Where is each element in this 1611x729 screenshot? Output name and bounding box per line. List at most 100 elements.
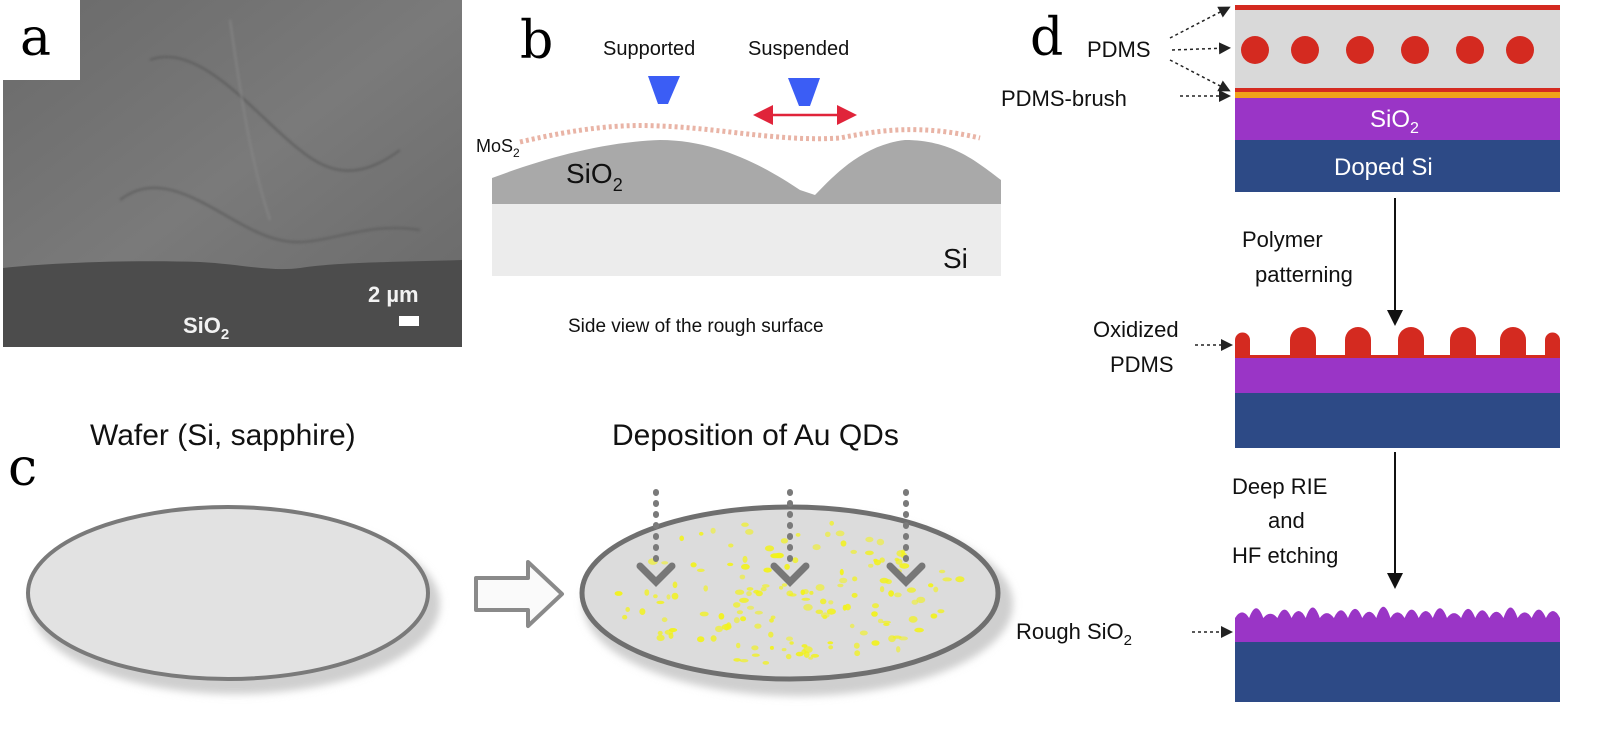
deposition-arrow-center [770, 489, 810, 587]
au-qd-particle [746, 605, 755, 610]
process-arrow-icon [474, 560, 564, 628]
au-qd-particle [781, 583, 788, 587]
au-qd-particle [746, 591, 752, 597]
au-qd-particle [740, 616, 747, 622]
sio2-layer [492, 140, 1001, 204]
svg-text:MoS2: MoS2 [476, 136, 520, 160]
au-qd-particle [906, 587, 917, 593]
step1-line1: Polymer [1242, 227, 1323, 252]
au-qd-particle [812, 544, 821, 551]
au-qd-particle [718, 613, 725, 620]
pdms-pointer-lines [1169, 6, 1231, 102]
au-qd-particle [853, 642, 860, 649]
au-qd-particle [656, 634, 665, 642]
au-qd-particle [781, 648, 787, 652]
au-qd-particle [768, 631, 774, 638]
au-qd-particle [815, 609, 824, 614]
initial-stack: SiO2 Doped Si [1235, 5, 1560, 192]
au-qd-particle [795, 533, 801, 537]
step2-line1: Deep RIE [1232, 474, 1327, 499]
au-qd-particle [671, 592, 679, 600]
au-qd-particle [699, 611, 709, 617]
bare-wafer [26, 505, 430, 681]
au-qd-particle [795, 651, 804, 657]
au-qd-particle [710, 527, 716, 534]
au-qd-particle [827, 641, 834, 645]
au-qd-particle [770, 615, 776, 620]
au-qd-particle [850, 549, 857, 554]
au-qd-particle [668, 632, 674, 639]
au-qd-particle [899, 563, 910, 569]
oxidized-line1: Oxidized [1093, 317, 1179, 342]
rough-sio2-subscript: 2 [1124, 632, 1132, 649]
suspended-label: Suspended [748, 38, 849, 60]
svg-text:SiO2: SiO2 [566, 158, 623, 195]
au-qd-particle [835, 530, 845, 537]
oxidized-pdms-bump [1235, 332, 1250, 356]
panel-b: b Supported Suspended MoS2 SiO2 Si Side … [476, 11, 1001, 337]
au-qd-particle [815, 584, 825, 591]
au-qd-particle [879, 577, 889, 584]
au-qd-particle [639, 608, 646, 615]
pdms-particle [1401, 36, 1429, 64]
au-qd-particle [882, 620, 891, 624]
au-qd-particle [762, 661, 770, 665]
au-qd-particle [769, 618, 774, 623]
au-qd-particle [851, 592, 858, 598]
supported-label: Supported [603, 38, 695, 60]
au-qd-particle [779, 585, 784, 590]
au-qd-particle [679, 535, 684, 542]
au-qd-particle [809, 590, 814, 595]
au-qd-particle [755, 590, 763, 597]
au-qd-particle [739, 659, 749, 663]
au-qd-particle [739, 574, 746, 580]
au-qd-particle [937, 609, 945, 614]
au-qd-particle [741, 563, 750, 570]
au-qd-particle [727, 562, 734, 567]
svg-text:Rough SiO2: Rough SiO2 [1016, 619, 1132, 649]
panel-letter-a: a [20, 8, 51, 68]
au-qd-particle [666, 594, 671, 600]
au-qd-particle [842, 604, 847, 611]
au-qd-particle [751, 645, 759, 651]
au-qd-particle [808, 656, 814, 660]
sem-sio2-subscript: 2 [221, 326, 229, 343]
step2-line2: and [1268, 508, 1305, 533]
mos2-label: MoS [476, 136, 513, 156]
au-qd-particle [784, 563, 790, 570]
deposition-arrow-right [886, 489, 926, 587]
au-qd-particle [928, 583, 934, 588]
panel-d: d SiO2 Doped Si PDMS PDMS-brush Polymer … [1001, 5, 1560, 702]
au-qd-particle [810, 653, 820, 658]
pdms-dots [1241, 36, 1534, 64]
au-qd-particle [770, 553, 781, 559]
sio2-subscript-d: 2 [1410, 120, 1419, 137]
au-qd-particle [644, 589, 650, 596]
sio2-label-b: SiO [566, 158, 613, 189]
au-qd-particle [888, 635, 896, 643]
au-qd-particle [840, 540, 847, 547]
au-qd-particle [786, 590, 794, 597]
au-qd-particle [653, 594, 658, 599]
step2-line3: HF etching [1232, 543, 1338, 568]
au-qd-particle [849, 623, 855, 629]
au-qd-particle [745, 529, 754, 535]
au-qd-particle [661, 561, 669, 565]
au-qd-particle [871, 611, 878, 617]
au-qd-particle [780, 538, 789, 544]
supported-tip-icon [648, 76, 680, 104]
au-qd-particle [736, 610, 744, 615]
sem-image [3, 0, 462, 347]
au-qd-particle [696, 568, 705, 572]
au-qd-particle [764, 545, 775, 552]
scale-bar [399, 316, 419, 326]
au-qd-particle [871, 640, 880, 646]
sio2-layer-d [1235, 98, 1560, 140]
au-qd-particle [859, 630, 868, 636]
mos2-film [519, 123, 981, 145]
au-qd-particle [911, 599, 919, 605]
au-qd-particle [837, 583, 844, 588]
step1-line2: patterning [1255, 262, 1353, 287]
au-qd-particle [733, 658, 741, 662]
